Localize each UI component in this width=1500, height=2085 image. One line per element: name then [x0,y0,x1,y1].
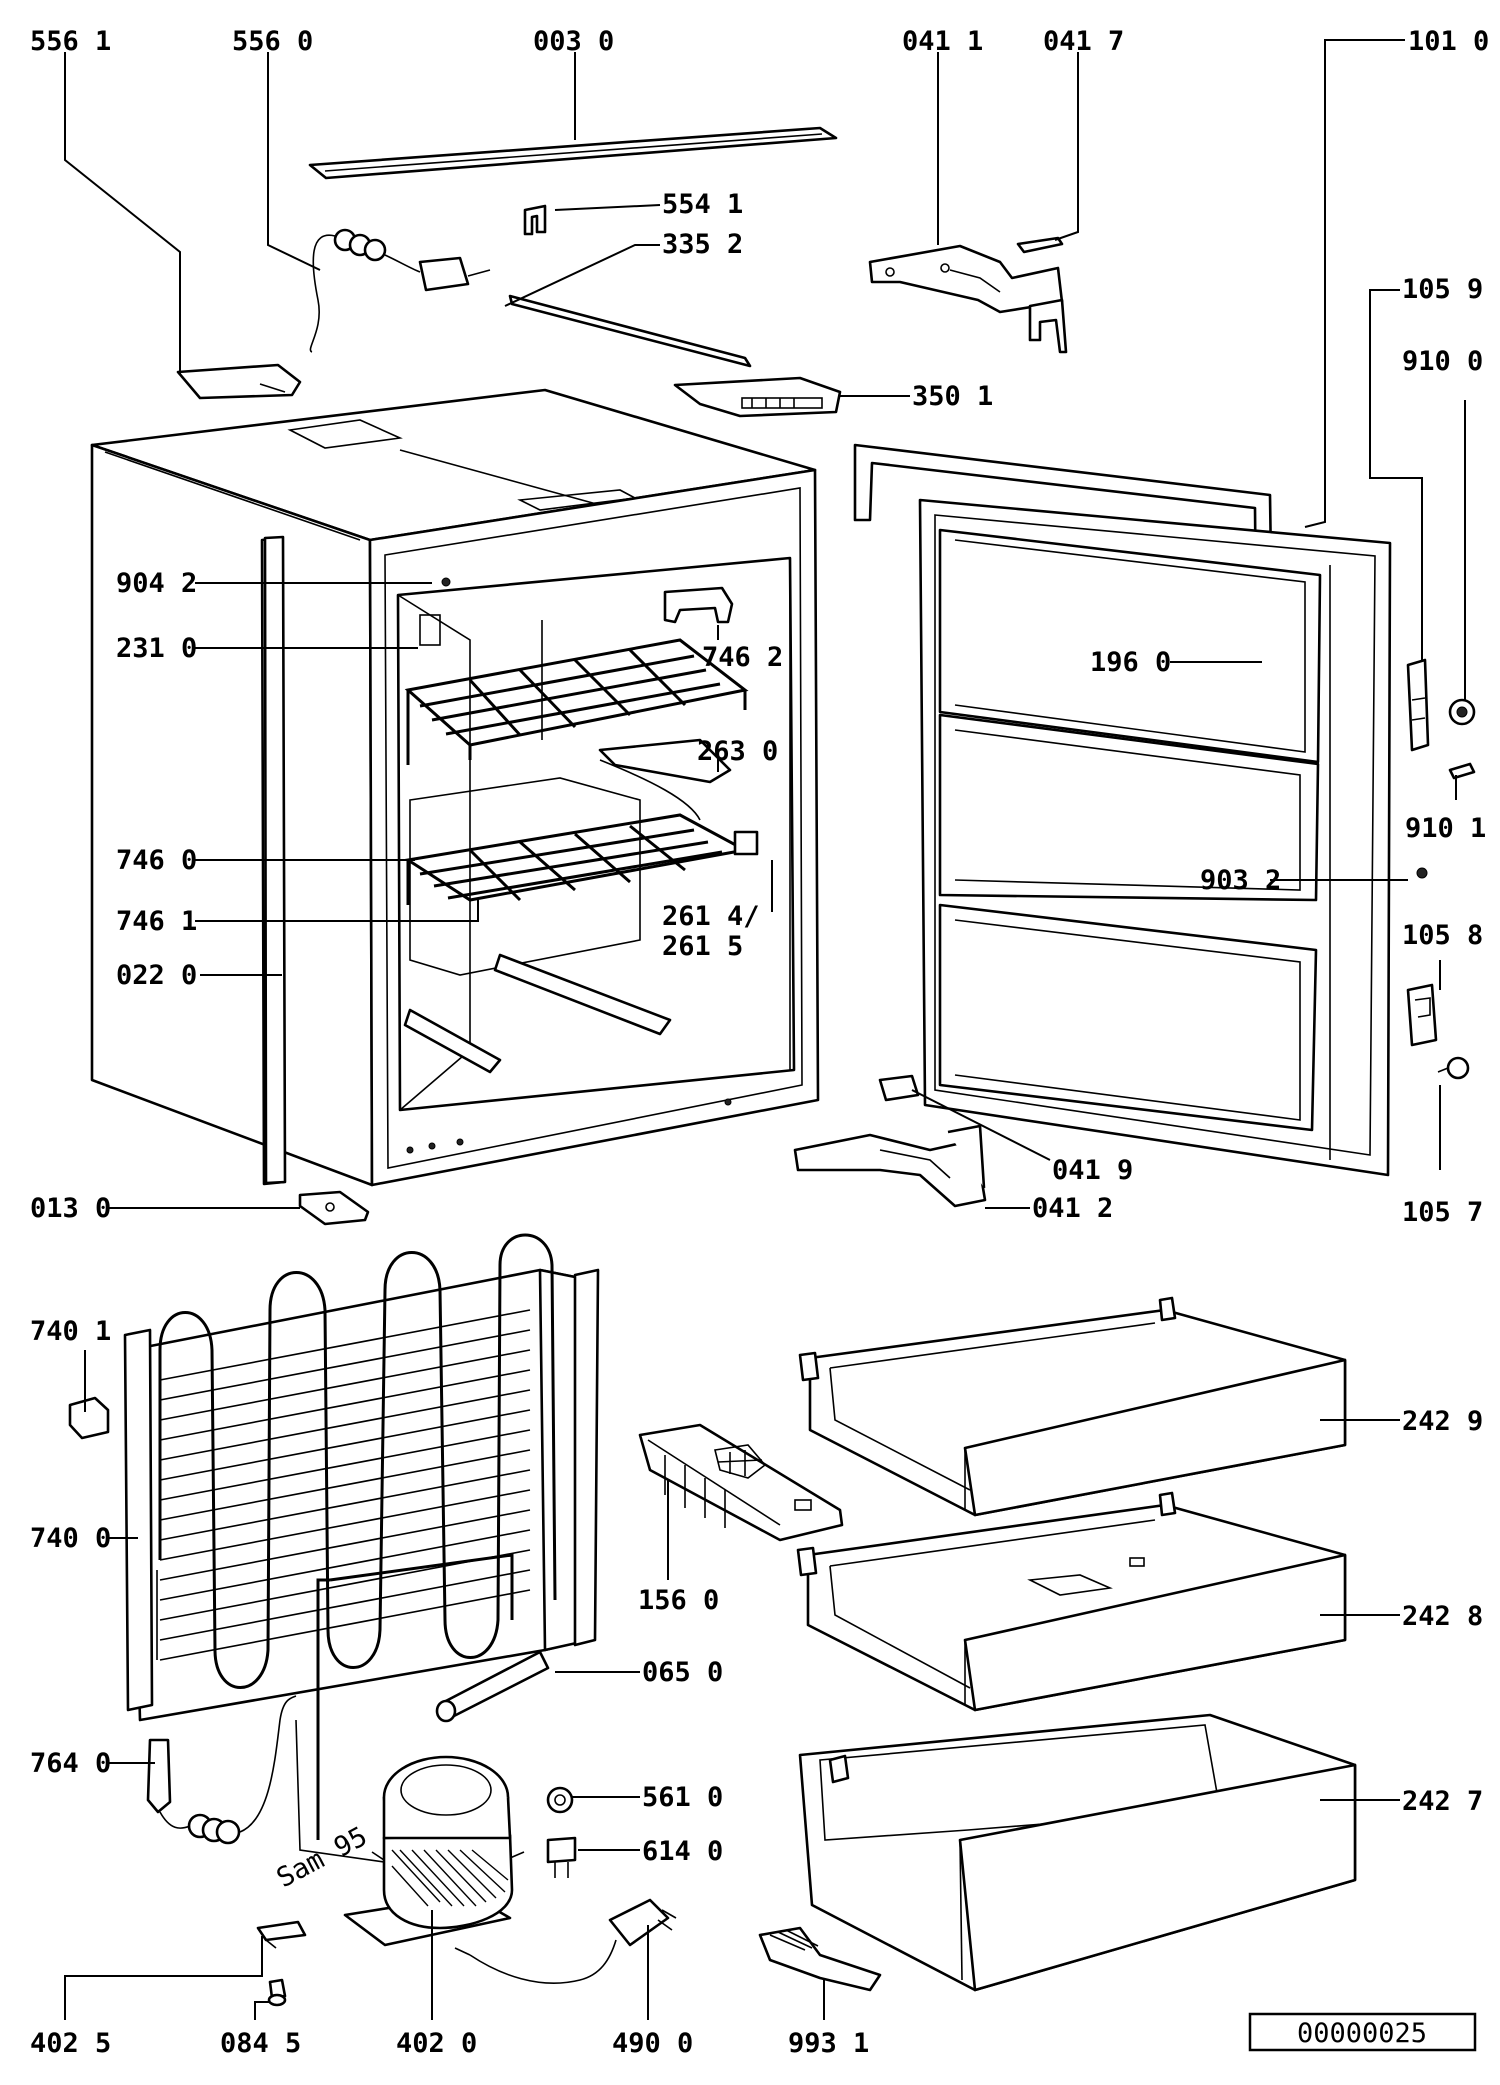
hinge-pin-part-0417 [1016,236,1064,254]
callout-0417: 041 7 [1043,26,1124,57]
callout-7461: 746 1 [116,906,197,937]
callout-0845: 084 5 [220,2028,301,2059]
callout-7462: 746 2 [702,642,783,673]
refrigerator-cabinet [90,388,820,1187]
callout-0130: 013 0 [30,1193,111,1224]
ice-tray-part [638,1423,844,1542]
callout-4025: 402 5 [30,2028,111,2059]
drawer-2428 [796,1491,1347,1712]
drawer-2429 [798,1296,1347,1517]
callout-2427: 242 7 [1402,1786,1483,1817]
door-part [918,498,1392,1177]
callout-0419: 041 9 [1052,1155,1133,1186]
thermostat-part [309,228,491,353]
callout-2615: 261 5 [662,931,743,962]
callout-7640: 764 0 [30,1748,111,1779]
callout-5560: 556 0 [232,26,313,57]
callout-labels: 556 1 556 0 003 0 041 1 041 7 101 0 554 … [30,26,1489,2059]
callout-5561: 556 1 [30,26,111,57]
callout-1010: 101 0 [1408,26,1489,57]
relay-part-5610 [546,1786,574,1814]
top-rail-part [308,126,838,180]
callout-3501: 350 1 [912,381,993,412]
callout-7400: 740 0 [30,1523,111,1554]
callout-7401: 740 1 [30,1316,111,1347]
door-hinge-parts [1406,658,1476,1080]
light-cover-part [176,363,302,400]
small-parts-4025-0845 [256,1920,307,2007]
callout-1059: 105 9 [1402,274,1483,305]
bracket-part-0130 [298,1190,370,1226]
callout-9042: 904 2 [116,568,197,599]
callout-6140: 614 0 [642,1836,723,1867]
relay-part-6140 [546,1836,577,1878]
callout-1058: 105 8 [1402,920,1483,951]
control-panel-part [673,376,842,418]
power-cord-part [454,1898,677,1984]
callout-2428: 242 8 [1402,1601,1483,1632]
lower-hinge-part [793,1074,987,1208]
rod-part-3352 [508,294,752,368]
callout-5541: 554 1 [662,189,743,220]
clip-part-5541 [523,204,547,236]
hinge-top-part [868,244,1068,354]
drawer-2427 [798,1713,1357,1992]
callout-9100: 910 0 [1402,346,1483,377]
callout-9032: 903 2 [1200,865,1281,896]
callout-2614: 261 4/ [662,901,760,932]
callout-3352: 335 2 [662,229,743,260]
callout-1560: 156 0 [638,1585,719,1616]
callout-5610: 561 0 [642,1782,723,1813]
callout-7460: 746 0 [116,845,197,876]
callout-4900: 490 0 [612,2028,693,2059]
callout-0412: 041 2 [1032,1193,1113,1224]
callout-0030: 003 0 [533,26,614,57]
callout-2310: 231 0 [116,633,197,664]
callout-0411: 041 1 [902,26,983,57]
callout-0650: 065 0 [642,1657,723,1688]
callout-1057: 105 7 [1402,1197,1483,1228]
callout-2630: 263 0 [697,736,778,767]
insulation-tube-part [435,1650,550,1723]
compressor-part [295,1578,525,1947]
scraper-part-9931 [758,1926,882,1992]
callout-0220: 022 0 [116,960,197,991]
condenser-part [123,1233,600,1722]
document-id: 00000025 [1297,2018,1427,2049]
document-id-box: 00000025 [1248,2012,1477,2052]
bracket-part-7401 [68,1396,110,1440]
callout-9931: 993 1 [788,2028,869,2059]
callout-2429: 242 9 [1402,1406,1483,1437]
callout-1960: 196 0 [1090,647,1171,678]
dryer-part-7640 [146,1695,297,1845]
callout-9101: 910 1 [1405,813,1486,844]
callout-4020: 402 0 [396,2028,477,2059]
leader-lines [64,39,1466,2020]
